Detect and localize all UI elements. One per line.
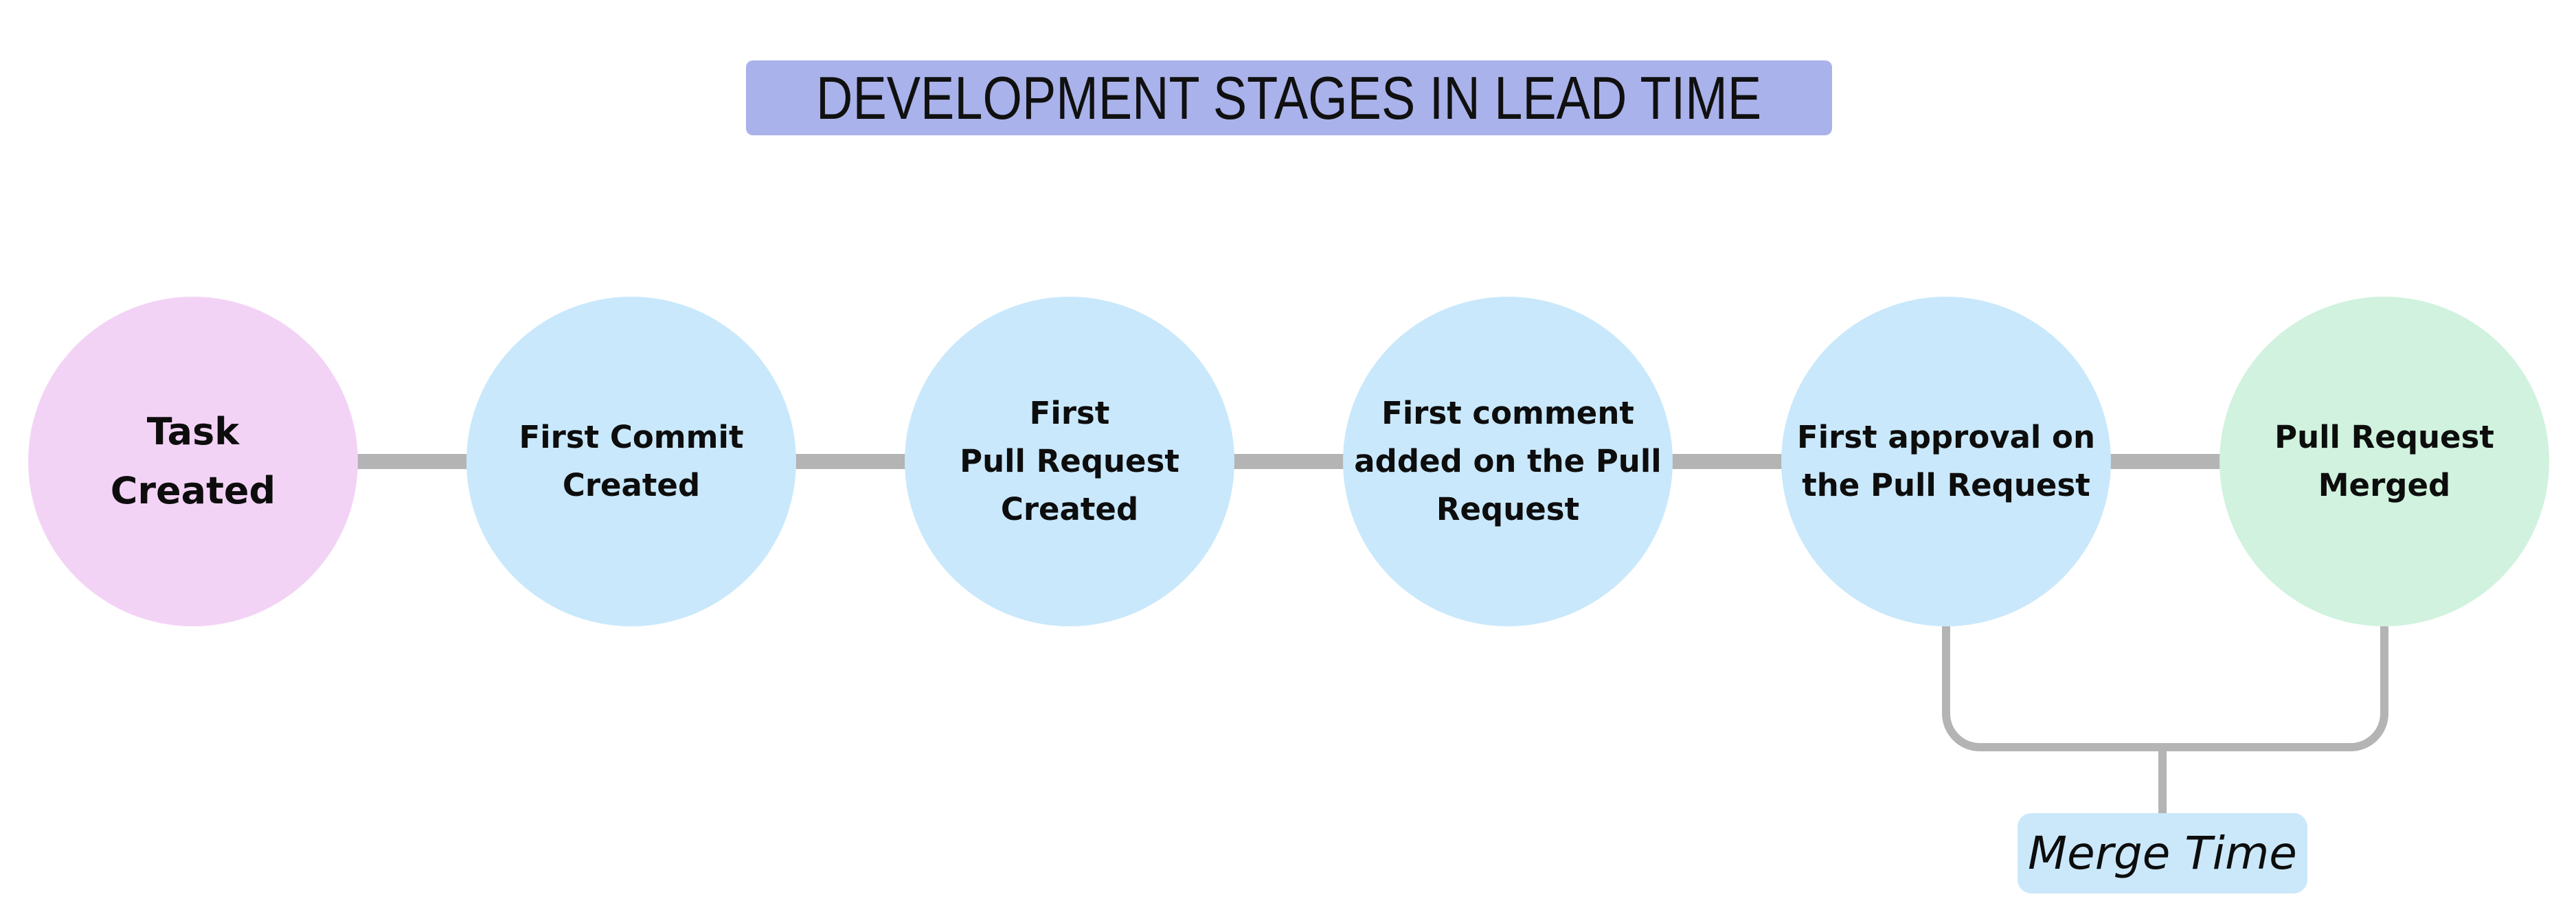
stage-node-pull-request-merged: Pull Request Merged <box>2219 297 2549 626</box>
stage-label: Task Created <box>111 402 275 521</box>
stage-label: First approval on the Pull Request <box>1797 413 2095 510</box>
diagram-title-bar: DEVELOPMENT STAGES IN LEAD TIME <box>746 60 1832 135</box>
stage-label-line: Pull Request <box>2274 419 2494 456</box>
stage-label-line: the Pull Request <box>1802 467 2090 503</box>
stage-label-line: Pull Request <box>960 443 1179 480</box>
stage-label-line: added on the Pull <box>1354 443 1662 480</box>
stage-node-first-comment-added: First comment added on the Pull Request <box>1343 297 1673 626</box>
stage-label-line: First approval on <box>1797 419 2095 456</box>
stage-label-line: Created <box>1000 490 1139 527</box>
stage-label-line: Request <box>1436 490 1580 527</box>
merge-time-bracket <box>1942 626 2388 751</box>
merge-time-label: Merge Time <box>2018 813 2307 893</box>
stage-label-line: Created <box>110 469 276 512</box>
diagram-title-text: DEVELOPMENT STAGES IN LEAD TIME <box>816 63 1762 132</box>
stage-node-first-commit-created: First Commit Created <box>466 297 796 626</box>
stage-label-line: Created <box>562 467 701 503</box>
merge-time-bracket-stem <box>2158 749 2167 814</box>
stage-label: First Pull Request Created <box>960 389 1179 533</box>
stage-node-first-approval: First approval on the Pull Request <box>1781 297 2111 626</box>
stage-node-task-created: Task Created <box>28 297 358 626</box>
stage-label: First comment added on the Pull Request <box>1354 389 1661 533</box>
stage-node-first-pull-request-created: First Pull Request Created <box>905 297 1234 626</box>
stage-label-line: First Commit <box>519 419 744 456</box>
stage-label-line: First <box>1029 395 1110 432</box>
stage-label: Pull Request Merged <box>2274 413 2494 510</box>
stage-label-line: Merged <box>2318 467 2451 503</box>
stage-label-line: Task <box>146 409 240 453</box>
stage-label-line: First comment <box>1381 395 1634 432</box>
stage-label: First Commit Created <box>519 413 744 510</box>
merge-time-label-text: Merge Time <box>2028 827 2297 880</box>
